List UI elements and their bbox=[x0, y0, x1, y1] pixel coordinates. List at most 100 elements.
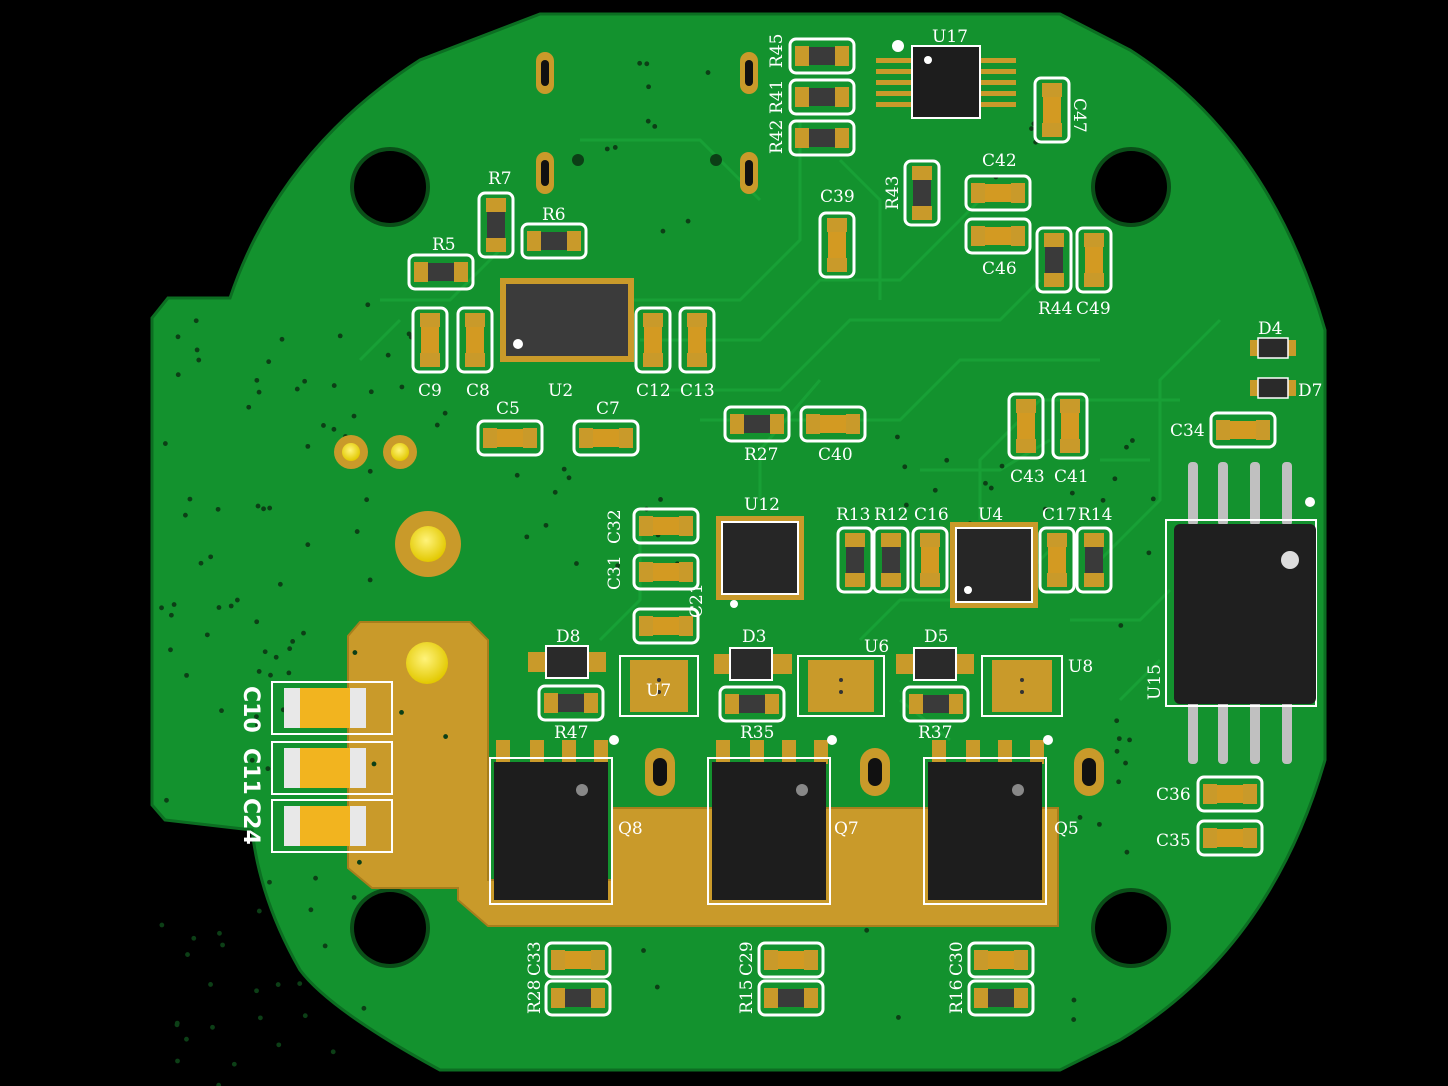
slotted-holes bbox=[536, 52, 1104, 796]
label-r13: R13 bbox=[836, 505, 870, 525]
via bbox=[646, 84, 651, 90]
via bbox=[1071, 1017, 1077, 1022]
via bbox=[305, 443, 311, 449]
via bbox=[351, 413, 357, 419]
label-r37: R37 bbox=[918, 723, 952, 743]
via bbox=[257, 1015, 263, 1021]
via bbox=[219, 708, 224, 714]
mosfet-q7 bbox=[707, 740, 831, 905]
via bbox=[275, 982, 281, 987]
label-u2: U2 bbox=[548, 381, 573, 401]
via bbox=[365, 302, 371, 308]
label-r7: R7 bbox=[488, 169, 512, 189]
capacitor-footprint bbox=[476, 419, 544, 457]
capacitor-footprint bbox=[1196, 775, 1264, 813]
via bbox=[277, 581, 283, 587]
via bbox=[1116, 736, 1122, 742]
label-c16: C16 bbox=[914, 505, 949, 525]
via bbox=[255, 722, 260, 728]
via bbox=[301, 630, 306, 636]
via bbox=[705, 70, 711, 75]
via bbox=[932, 487, 938, 493]
via bbox=[220, 942, 225, 948]
via bbox=[279, 336, 285, 342]
label-r6: R6 bbox=[542, 205, 566, 225]
label-r12: R12 bbox=[874, 505, 908, 525]
via bbox=[399, 384, 405, 390]
via bbox=[1130, 438, 1135, 443]
capacitor-footprint bbox=[1051, 392, 1089, 460]
via bbox=[266, 359, 272, 365]
via bbox=[685, 218, 691, 224]
via bbox=[208, 982, 213, 987]
capacitor-footprint bbox=[911, 526, 949, 594]
via bbox=[434, 422, 440, 428]
via bbox=[216, 1082, 222, 1086]
label-u12: U12 bbox=[744, 495, 780, 515]
label-c9: C9 bbox=[418, 381, 442, 401]
via bbox=[162, 441, 168, 446]
via bbox=[261, 506, 266, 512]
via bbox=[249, 757, 255, 763]
via bbox=[1124, 849, 1130, 855]
via bbox=[574, 561, 579, 566]
via bbox=[652, 124, 658, 129]
via bbox=[604, 146, 610, 152]
via bbox=[184, 1036, 189, 1042]
capacitor-footprint bbox=[632, 507, 700, 545]
via bbox=[193, 318, 199, 324]
via bbox=[1100, 497, 1106, 503]
label-c24: C24 bbox=[238, 798, 263, 845]
via bbox=[313, 875, 318, 881]
label-c8: C8 bbox=[466, 381, 490, 401]
label-u17: U17 bbox=[932, 27, 968, 47]
label-c46: C46 bbox=[982, 259, 1017, 279]
label-r43: R43 bbox=[883, 176, 903, 210]
via bbox=[864, 927, 870, 933]
label-c5: C5 bbox=[496, 399, 520, 419]
label-c32: C32 bbox=[605, 509, 625, 544]
mosfet-q8 bbox=[489, 740, 613, 905]
via bbox=[287, 646, 293, 652]
label-c36: C36 bbox=[1156, 785, 1191, 805]
resistor-footprint bbox=[967, 979, 1035, 1017]
via bbox=[1124, 444, 1129, 450]
via bbox=[1146, 550, 1152, 556]
label-q8: Q8 bbox=[618, 819, 643, 839]
via bbox=[645, 118, 651, 124]
ic-u17 bbox=[876, 40, 1016, 119]
mosfet-q5 bbox=[923, 740, 1047, 905]
via bbox=[337, 333, 343, 339]
via bbox=[217, 930, 222, 936]
via bbox=[442, 410, 448, 416]
ic-u12 bbox=[716, 516, 804, 608]
via bbox=[331, 383, 337, 388]
via bbox=[896, 1015, 901, 1020]
label-c40: C40 bbox=[818, 445, 853, 465]
ic-u7 bbox=[619, 655, 699, 717]
via bbox=[1150, 496, 1156, 502]
via bbox=[198, 560, 204, 566]
via bbox=[903, 502, 909, 508]
via bbox=[641, 948, 646, 953]
via bbox=[187, 496, 193, 502]
capacitor-footprint bbox=[632, 607, 700, 645]
via bbox=[215, 506, 221, 512]
via bbox=[1069, 490, 1075, 496]
via bbox=[305, 542, 311, 548]
label-r15: R15 bbox=[737, 980, 757, 1014]
diode-d3 bbox=[714, 647, 792, 681]
via bbox=[1123, 760, 1128, 766]
via bbox=[566, 475, 572, 481]
capacitor-footprint bbox=[544, 941, 612, 979]
via bbox=[185, 952, 190, 957]
via bbox=[175, 1058, 180, 1064]
via bbox=[175, 334, 181, 340]
via bbox=[351, 895, 357, 900]
label-u8: U8 bbox=[1068, 657, 1093, 677]
via bbox=[983, 480, 988, 486]
via bbox=[246, 404, 252, 410]
resistor-footprint bbox=[903, 159, 941, 227]
mounting-holes bbox=[350, 147, 1171, 968]
